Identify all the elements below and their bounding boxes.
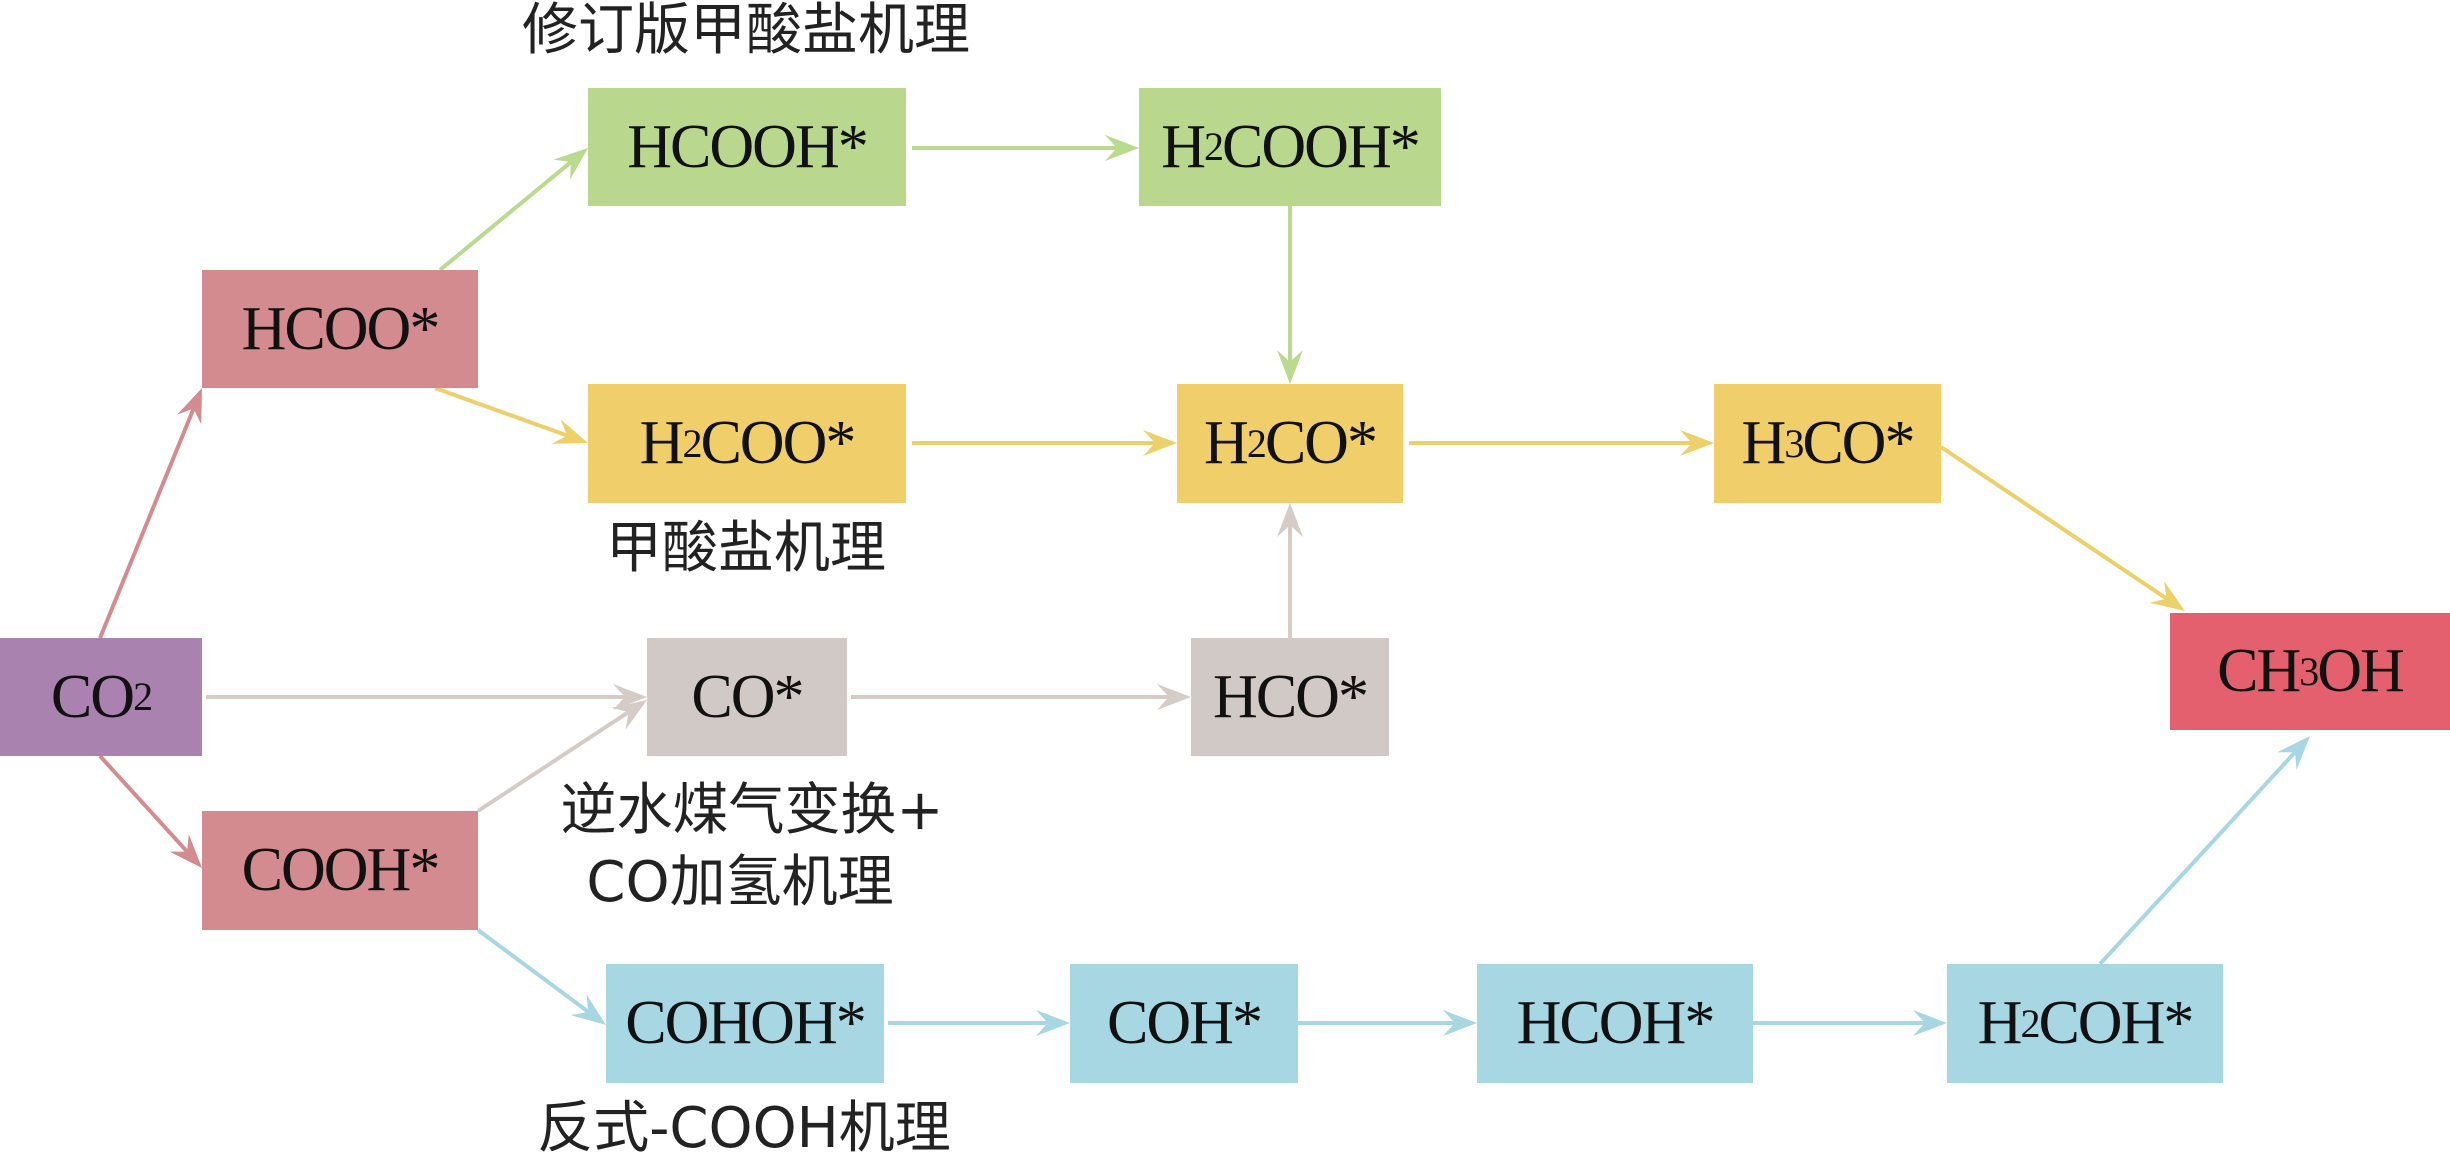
node-text: CO* (691, 662, 804, 731)
arrowhead-icon (2149, 581, 2185, 611)
label-trans-cooh-mechanism: 反式-COOH机理 (537, 1096, 951, 1161)
node-text: HCO* (1213, 662, 1369, 731)
arrow-h2cooh-to-h2co (1277, 206, 1303, 384)
node-text: CO* (1802, 409, 1915, 477)
node-text: COH* (2038, 989, 2194, 1057)
arrowhead-icon (611, 700, 647, 730)
arrowhead-icon (613, 684, 647, 710)
arrow-h2coh-to-ch3oh (2098, 736, 2310, 966)
arrow-cooh-to-co (476, 700, 647, 813)
arrow-hcoo-to-h2coo (434, 386, 588, 444)
arrowhead-icon (1680, 430, 1714, 456)
label-rwgs-line2: CO加氢机理 (586, 850, 894, 915)
arrowhead-icon (1443, 1010, 1477, 1036)
arrow-hcoo-to-hcooh (438, 148, 588, 272)
node-text: CO (50, 662, 135, 731)
arrow-h2coo-to-h2co (912, 430, 1177, 456)
arrow-coh-to-hcoh (1298, 1010, 1477, 1036)
arrow-cohoh-to-coh (888, 1010, 1070, 1036)
label-formate-mechanism: 甲酸盐机理 (606, 516, 886, 581)
arrowhead-icon (169, 834, 202, 868)
node-co: CO* (647, 638, 847, 756)
node-coh: COH* (1070, 964, 1298, 1083)
arrowhead-icon (1036, 1010, 1070, 1036)
node-text: COOH* (241, 836, 441, 904)
arrow-line (434, 386, 570, 439)
arrowhead-icon (1913, 1010, 1947, 1036)
arrowhead-icon (1143, 430, 1177, 456)
arrowhead-icon (570, 994, 606, 1025)
arrow-co-to-hco (851, 684, 1191, 710)
arrow-line (2098, 749, 2298, 966)
arrow-co2-to-co (206, 684, 647, 710)
node-text: HCOOH* (627, 112, 868, 181)
arrow-hcooh-to-h2cooh (912, 135, 1139, 161)
node-cohoh: COHOH* (606, 964, 884, 1083)
node-cooh: COOH* (202, 811, 478, 930)
node-text: COO* (700, 409, 856, 477)
label-rwgs-line1: 逆水煤气变换+ (560, 778, 944, 843)
arrow-h3co-to-ch3oh (1939, 445, 2185, 611)
arrowhead-icon (177, 388, 202, 425)
node-text: COH* (1107, 989, 1263, 1057)
node-text: H (1161, 112, 1206, 181)
arrowhead-icon (1157, 684, 1191, 710)
node-text: HCOO* (241, 294, 441, 363)
node-hco: HCO* (1191, 638, 1389, 756)
node-text: OH (2317, 637, 2405, 705)
arrow-line (1939, 445, 2170, 602)
node-hcoh: HCOH* (1477, 964, 1753, 1083)
arrow-line (438, 159, 574, 272)
node-text: H (1977, 989, 2023, 1057)
arrow-hco-to-h2co (1277, 503, 1303, 638)
arrowhead-icon (1105, 135, 1139, 161)
arrowhead-icon (553, 148, 588, 180)
node-hcooh: HCOOH* (588, 88, 906, 206)
arrow-line (98, 405, 197, 639)
arrow-line (476, 928, 592, 1015)
arrow-co2-to-hcoo (98, 388, 202, 639)
arrow-line (98, 754, 191, 855)
node-text: H (639, 409, 685, 477)
label-revised-formate-mechanism: 修订版甲酸盐机理 (522, 0, 970, 63)
arrowhead-icon (2277, 736, 2310, 770)
node-hcoo: HCOO* (202, 270, 478, 388)
node-text: H (1741, 409, 1787, 477)
arrow-hcoh-to-h2coh (1753, 1010, 1947, 1036)
arrowhead-icon (1277, 350, 1303, 384)
node-text: CO* (1264, 409, 1378, 477)
node-text: CH (2217, 637, 2301, 705)
node-text: COHOH* (625, 989, 866, 1057)
arrowhead-icon (1277, 503, 1303, 537)
node-text: COOH* (1222, 112, 1421, 181)
arrow-cooh-to-cohoh (476, 928, 606, 1025)
arrowhead-icon (551, 419, 588, 444)
node-text: HCOH* (1516, 989, 1716, 1057)
arrow-co2-to-cooh (98, 754, 202, 868)
arrow-h2co-to-h3co (1409, 430, 1714, 456)
arrow-line (476, 709, 632, 813)
node-text: H (1204, 409, 1249, 477)
